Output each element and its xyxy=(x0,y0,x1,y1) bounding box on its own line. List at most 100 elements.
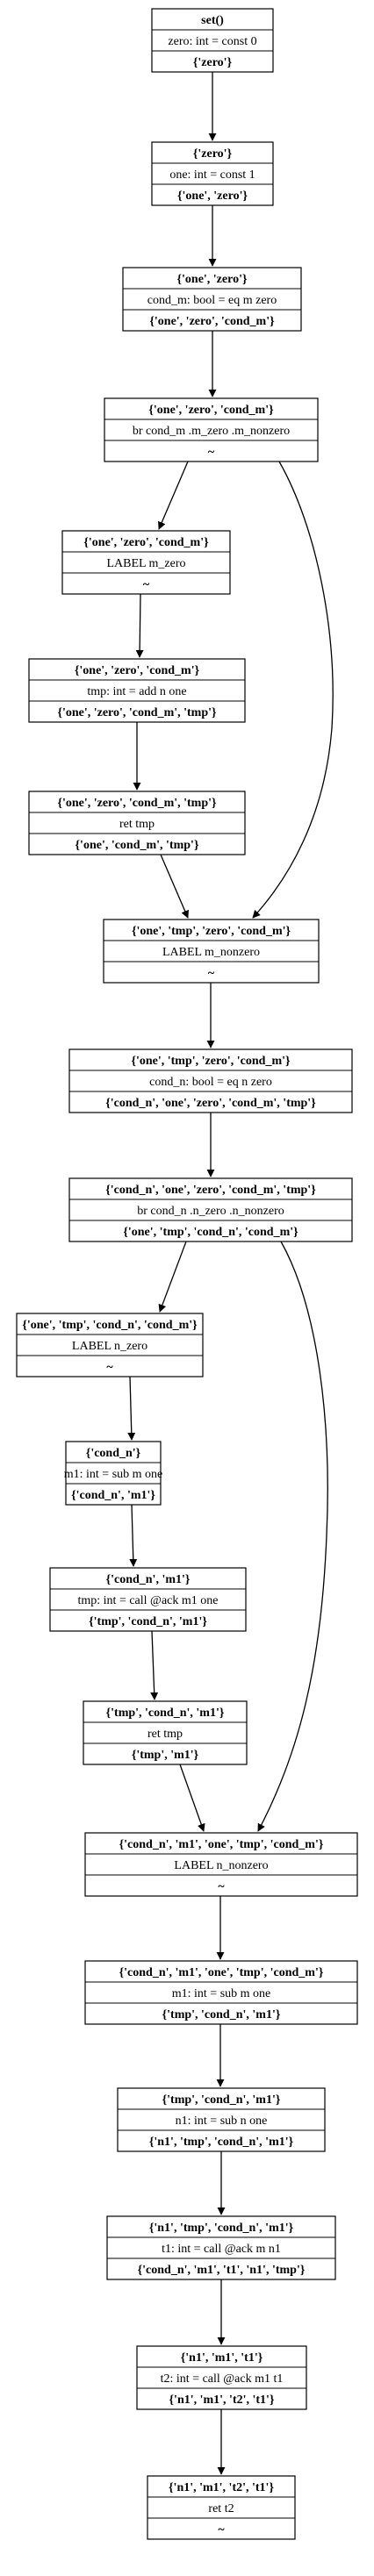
node-box xyxy=(49,1567,247,1632)
edge-n9-n10 xyxy=(158,1241,187,1313)
node-box xyxy=(68,1177,353,1242)
node-live-in: {'cond_n', 'm1'} xyxy=(106,1573,191,1586)
cfg-node-n2: {'one', 'zero'} cond_m: bool = eq m zero {… xyxy=(122,267,302,332)
node-instruction: LABEL m_nonzero xyxy=(162,946,260,959)
node-live-out: {'one', 'zero', 'cond_m'} xyxy=(149,315,275,328)
node-live-in: {'cond_n', 'm1', 'one', 'tmp', 'cond_m'} xyxy=(119,1966,324,1979)
cfg-node-n11: {'cond_n'} m1: int = sub m one {'cond_n', … xyxy=(64,1441,163,1506)
node-instruction: ret tmp xyxy=(147,1728,183,1741)
node-layer: set() zero: int = const 0 {'zero'} {'zero'}… xyxy=(16,8,358,2540)
edge-layer xyxy=(127,72,334,2475)
node-live-out: {'tmp', 'cond_n', 'm1'} xyxy=(89,1615,207,1628)
node-live-out: {'one', 'cond_m', 'tmp'} xyxy=(76,839,199,852)
node-box xyxy=(104,397,319,462)
node-box xyxy=(16,1313,204,1377)
cfg-node-n10: {'one', 'tmp', 'cond_n', 'cond_m'} LABEL … xyxy=(16,1313,204,1377)
edge-n6-n7 xyxy=(160,854,189,919)
node-live-out: {'zero'} xyxy=(193,56,233,69)
node-live-out: ~ xyxy=(143,578,150,591)
cfg-node-n13: {'tmp', 'cond_n', 'm1'} ret tmp {'tmp', 'm… xyxy=(83,1700,248,1765)
node-live-in: {'one', 'zero', 'cond_m', 'tmp'} xyxy=(57,797,217,810)
edge-n10-n11 xyxy=(127,1376,136,1441)
node-instruction: one: int = const 1 xyxy=(169,168,255,182)
node-live-in: {'one', 'zero', 'cond_m'} xyxy=(75,664,200,677)
node-live-out: ~ xyxy=(218,1880,225,1893)
node-box xyxy=(117,2087,326,2152)
node-live-out: {'one', 'tmp', 'cond_n', 'cond_m'} xyxy=(123,1226,298,1239)
edge-n12-n13 xyxy=(150,1630,159,1700)
node-box xyxy=(61,530,231,595)
node-live-in: {'tmp', 'cond_n', 'm1'} xyxy=(162,2093,281,2107)
edge-n11-n12 xyxy=(129,1504,138,1567)
node-live-out: {'cond_n', 'm1', 't1', 'n1', 'tmp'} xyxy=(138,2264,306,2277)
node-live-in: {'n1', 'm1', 't2', 't1'} xyxy=(169,2481,274,2494)
node-live-out: ~ xyxy=(106,1361,113,1374)
node-live-out: ~ xyxy=(208,967,215,980)
cfg-node-n19: {'n1', 'm1', 't2', 't1'} ret t2 ~ xyxy=(147,2475,296,2540)
cfg-node-n1: {'zero'}one: int = const 1{'one', 'zero'… xyxy=(151,141,274,206)
node-instruction: cond_m: bool = eq m zero xyxy=(147,294,277,307)
node-box xyxy=(151,141,274,206)
node-instruction: LABEL n_zero xyxy=(72,1340,147,1353)
node-box xyxy=(65,1441,162,1506)
node-box xyxy=(84,1960,358,2025)
node-instruction: ret t2 xyxy=(208,2502,234,2515)
node-instruction: zero: int = const 0 xyxy=(168,35,256,48)
node-live-out: {'cond_n', 'one', 'zero', 'cond_m', 'tmp… xyxy=(105,1097,316,1110)
node-box xyxy=(28,658,246,723)
node-instruction: t2: int = call @ack m1 t1 xyxy=(161,2372,284,2386)
node-instruction: LABEL m_zero xyxy=(106,557,185,570)
node-live-in: {'one', 'zero', 'cond_m'} xyxy=(148,404,274,417)
node-live-in: {'cond_n'} xyxy=(86,1447,141,1460)
node-instruction: m1: int = sub m one xyxy=(172,1987,271,2000)
node-box xyxy=(136,2345,307,2410)
node-box xyxy=(68,1048,353,1113)
node-live-out: ~ xyxy=(208,446,215,459)
node-live-out: {'tmp', 'm1'} xyxy=(132,1749,199,1762)
node-instruction: n1: int = sub n one xyxy=(176,2114,268,2128)
node-live-out: {'n1', 'm1', 't2', 't1'} xyxy=(169,2394,275,2407)
cfg-node-n8: {'one', 'tmp', 'zero', 'cond_m'} cond_n: … xyxy=(68,1048,353,1113)
cfg-node-n5: {'one', 'zero', 'cond_m'} tmp: int = add … xyxy=(28,658,246,723)
node-instruction: ret tmp xyxy=(119,818,155,831)
cfg-node-n16: {'tmp', 'cond_n', 'm1'} n1: int = sub n o… xyxy=(117,2087,326,2152)
node-instruction: br cond_n .n_zero .n_nonzero xyxy=(137,1205,284,1218)
node-live-in: {'tmp', 'cond_n', 'm1'} xyxy=(106,1707,225,1720)
cfg-node-n14: {'cond_n', 'm1', 'one', 'tmp', 'cond_m'}… xyxy=(84,1832,358,1897)
cfg-node-n4: {'one', 'zero', 'cond_m'} LABEL m_zero ~ xyxy=(61,530,231,595)
cfg-node-n6: {'one', 'zero', 'cond_m', 'tmp'} ret tmp {… xyxy=(28,791,246,855)
cfg-node-n17: {'n1', 'tmp', 'cond_n', 'm1'}t1: int = c… xyxy=(106,2215,336,2280)
node-live-in: {'n1', 'm1', 't1'} xyxy=(181,2351,263,2365)
node-live-out: {'one', 'zero'} xyxy=(177,190,248,203)
node-live-out: {'tmp', 'cond_n', 'm1'} xyxy=(162,2008,281,2021)
node-live-in: {'cond_n', 'm1', 'one', 'tmp', 'cond_m'} xyxy=(119,1838,324,1851)
node-live-in: {'cond_n', 'one', 'zero', 'cond_m', 'tmp… xyxy=(105,1184,316,1197)
node-live-in: {'one', 'tmp', 'cond_n', 'cond_m'} xyxy=(22,1319,198,1332)
cfg-node-n3: {'one', 'zero', 'cond_m'}br cond_m .m_ze… xyxy=(104,397,319,462)
node-live-out: {'n1', 'tmp', 'cond_n', 'm1'} xyxy=(149,2136,294,2149)
node-instruction: m1: int = sub m one xyxy=(64,1468,163,1481)
edge-n3-n7 xyxy=(252,461,334,919)
node-live-in: {'one', 'zero', 'cond_m'} xyxy=(83,536,209,549)
node-live-in: {'one', 'tmp', 'zero', 'cond_m'} xyxy=(131,1055,291,1068)
node-instruction: LABEL n_nonzero xyxy=(174,1859,268,1872)
node-live-out: {'one', 'zero', 'cond_m', 'tmp'} xyxy=(57,706,217,719)
node-instruction: cond_n: bool = eq n zero xyxy=(149,1076,272,1089)
node-box xyxy=(151,8,274,73)
edge-n3-n4 xyxy=(158,461,189,530)
node-live-out: {'cond_n', 'm1'} xyxy=(71,1489,155,1502)
node-instruction: br cond_m .m_zero .m_nonzero xyxy=(133,425,290,438)
node-box xyxy=(122,267,302,332)
cfg-node-n18: {'n1', 'm1', 't1'} t2: int = call @ack m1… xyxy=(136,2345,307,2410)
node-instruction: tmp: int = call @ack m1 one xyxy=(78,1594,219,1607)
node-live-out: ~ xyxy=(218,2523,225,2537)
node-instruction: t1: int = call @ack m n1 xyxy=(162,2243,281,2256)
node-live-in: {'one', 'zero'} xyxy=(177,273,248,286)
node-instruction: tmp: int = add n one xyxy=(87,685,186,698)
edge-n13-n14 xyxy=(179,1764,205,1832)
node-live-in: set() xyxy=(201,14,224,27)
node-box xyxy=(147,2475,296,2540)
cfg-node-n7: {'one', 'tmp', 'zero', 'cond_m'}LABEL m_… xyxy=(103,919,320,984)
cfg-node-n15: {'cond_n', 'm1', 'one', 'tmp', 'cond_m'}… xyxy=(84,1960,358,2025)
edge-n9-n14 xyxy=(257,1241,328,1832)
